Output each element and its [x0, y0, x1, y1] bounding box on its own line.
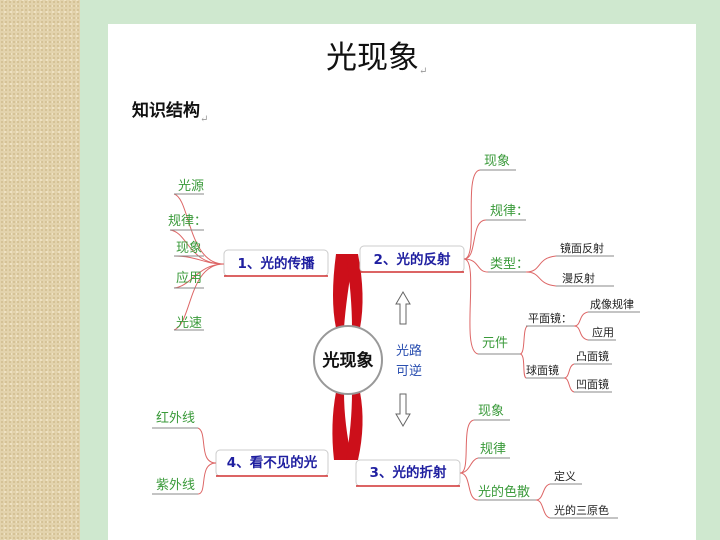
reflection-item-component: 元件 [482, 336, 508, 351]
plane-item-imaging-law: 成像规律 [590, 297, 634, 311]
paragraph-mark-icon: ↵ [200, 114, 209, 125]
dispersion-item-primary-colors: 光的三原色 [554, 503, 609, 517]
propagation-item-phenomenon: 现象 [176, 241, 202, 256]
background-margin [80, 0, 108, 540]
center-node: 光现象 [313, 325, 383, 395]
connector-to-reflection [346, 254, 363, 328]
invisible-item-ultraviolet: 紫外线 [156, 478, 195, 493]
hub-refraction: 3、光的折射 现象 规律 光的色散 定义 光的三原色 [355, 404, 618, 519]
reversible-indicator: 光路 可逆 [395, 291, 422, 427]
convex-mirror-label: 凸面镜 [576, 349, 609, 363]
propagation-item-speed: 光速 [176, 316, 202, 331]
refraction-item-phenomenon: 现象 [478, 404, 504, 419]
spherical-mirror-label: 球面镜 [526, 363, 559, 377]
center-node-label: 光现象 [322, 350, 374, 371]
hub-refraction-label: 3、光的折射 [370, 464, 447, 481]
decorative-texture-strip [0, 0, 80, 540]
refraction-item-dispersion: 光的色散 [478, 484, 530, 500]
concave-mirror-label: 凹面镜 [576, 377, 609, 391]
propagation-item-application: 应用 [176, 270, 202, 286]
propagation-item-light-source: 光源 [178, 179, 204, 194]
hub-invisible-light-label: 4、看不见的光 [227, 454, 318, 471]
reflection-item-phenomenon: 现象 [484, 154, 510, 169]
plane-item-application: 应用 [592, 325, 614, 339]
slide-page: 光现象↵ 知识结构↵ 光现象 光路 可逆 1、光的传播 光 [108, 24, 696, 540]
refraction-item-law: 规律 [480, 442, 506, 457]
mind-map: 光现象 光路 可逆 1、光的传播 光源 规律： 现象 应用 光速 2、光的反射 [152, 154, 640, 519]
hub-propagation-label: 1、光的传播 [238, 255, 315, 272]
reflection-item-type: 类型： [490, 257, 529, 272]
arrow-down-icon [395, 393, 411, 427]
invisible-item-infrared: 红外线 [156, 410, 195, 426]
propagation-item-law: 规律： [168, 214, 207, 229]
plane-mirror-label: 平面镜： [528, 311, 572, 325]
section-heading-text: 知识结构 [132, 101, 200, 121]
hub-reflection: 2、光的反射 现象 规律： 类型： 元件 镜面反射 漫反射 平面镜： 球面镜 成… [359, 154, 640, 393]
type-specular-reflection: 镜面反射 [560, 241, 604, 255]
reversible-label-top: 光路 [396, 343, 422, 359]
page-title-text: 光现象 [326, 40, 419, 76]
reflection-item-law: 规律： [490, 204, 529, 219]
hub-reflection-label: 2、光的反射 [374, 251, 451, 268]
type-diffuse-reflection: 漫反射 [562, 271, 595, 285]
page-title: 光现象↵ [326, 32, 427, 77]
arrow-up-icon [395, 291, 411, 325]
paragraph-mark-icon: ↵ [419, 66, 428, 77]
center-connectors [332, 254, 363, 460]
hub-propagation: 1、光的传播 光源 规律： 现象 应用 光速 [168, 179, 329, 331]
connector-to-invisible [332, 392, 352, 460]
reversible-label-bottom: 可逆 [396, 363, 422, 379]
hub-invisible-light: 4、看不见的光 红外线 紫外线 [152, 410, 329, 495]
dispersion-item-definition: 定义 [554, 469, 576, 483]
section-heading: 知识结构↵ [132, 96, 208, 125]
connector-to-refraction [346, 392, 363, 460]
